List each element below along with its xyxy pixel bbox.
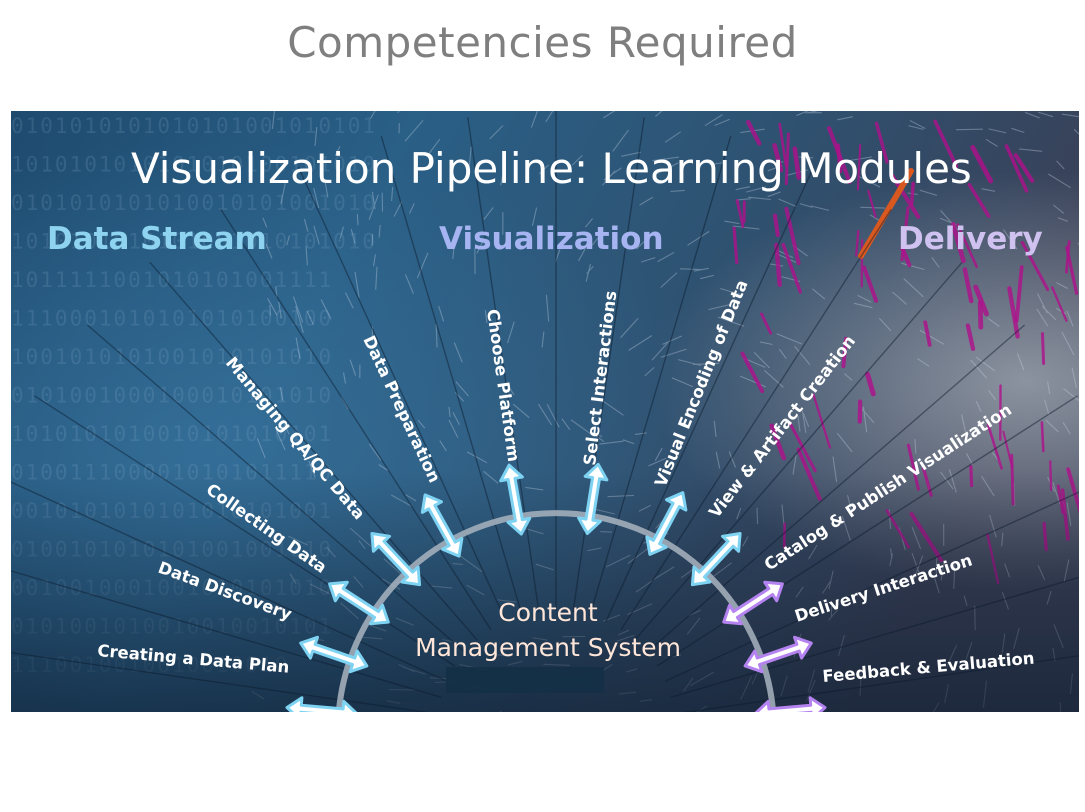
section-data-stream: Data Stream [47, 221, 267, 257]
double-arrow [370, 532, 422, 587]
hub-shadow [446, 667, 604, 693]
double-arrow [645, 491, 688, 556]
spoke-line [646, 324, 1026, 653]
spoke-line [11, 651, 429, 712]
hub-label-line2: Management System [415, 633, 681, 662]
spoke-line [467, 117, 540, 613]
spoke-line [11, 570, 442, 698]
spoke-line [664, 491, 1079, 682]
radial-spokes [11, 111, 1079, 712]
section-delivery: Delivery [898, 221, 1043, 257]
hub-label-line1: Content [498, 598, 598, 627]
slide-title: Competencies Required [287, 18, 798, 67]
double-arrow [690, 532, 742, 587]
double-arrow [328, 580, 390, 626]
hub-arc [335, 510, 777, 712]
double-arrow [299, 635, 369, 674]
figure-title: Visualization Pipeline: Learning Modules [131, 144, 972, 193]
pipeline-diagram: 0101010101010101001010101101010101010101… [11, 111, 1079, 712]
spoke-line [605, 166, 815, 623]
spoke-line [297, 166, 507, 623]
double-arrow [754, 696, 827, 712]
spoke-line [634, 261, 963, 641]
spoke-line [86, 324, 466, 653]
spoke-line [149, 261, 478, 641]
spoke-line [683, 655, 1079, 712]
double-arrow [499, 463, 532, 536]
spoke-line [220, 209, 492, 631]
double-arrow [420, 493, 464, 558]
spoke-line [620, 209, 892, 631]
spoke-line [589, 135, 732, 617]
double-arrow [285, 696, 358, 712]
spoke-line [11, 481, 448, 682]
double-arrow [722, 580, 784, 626]
module-arrows [285, 462, 827, 712]
section-visualization: Visualization [439, 221, 664, 257]
double-arrow [577, 462, 609, 535]
pipeline-figure: 0101010101010101001010101101010101010101… [11, 111, 1079, 712]
double-arrow [743, 635, 813, 674]
spoke-line [670, 576, 1079, 698]
spoke-line [380, 135, 523, 617]
